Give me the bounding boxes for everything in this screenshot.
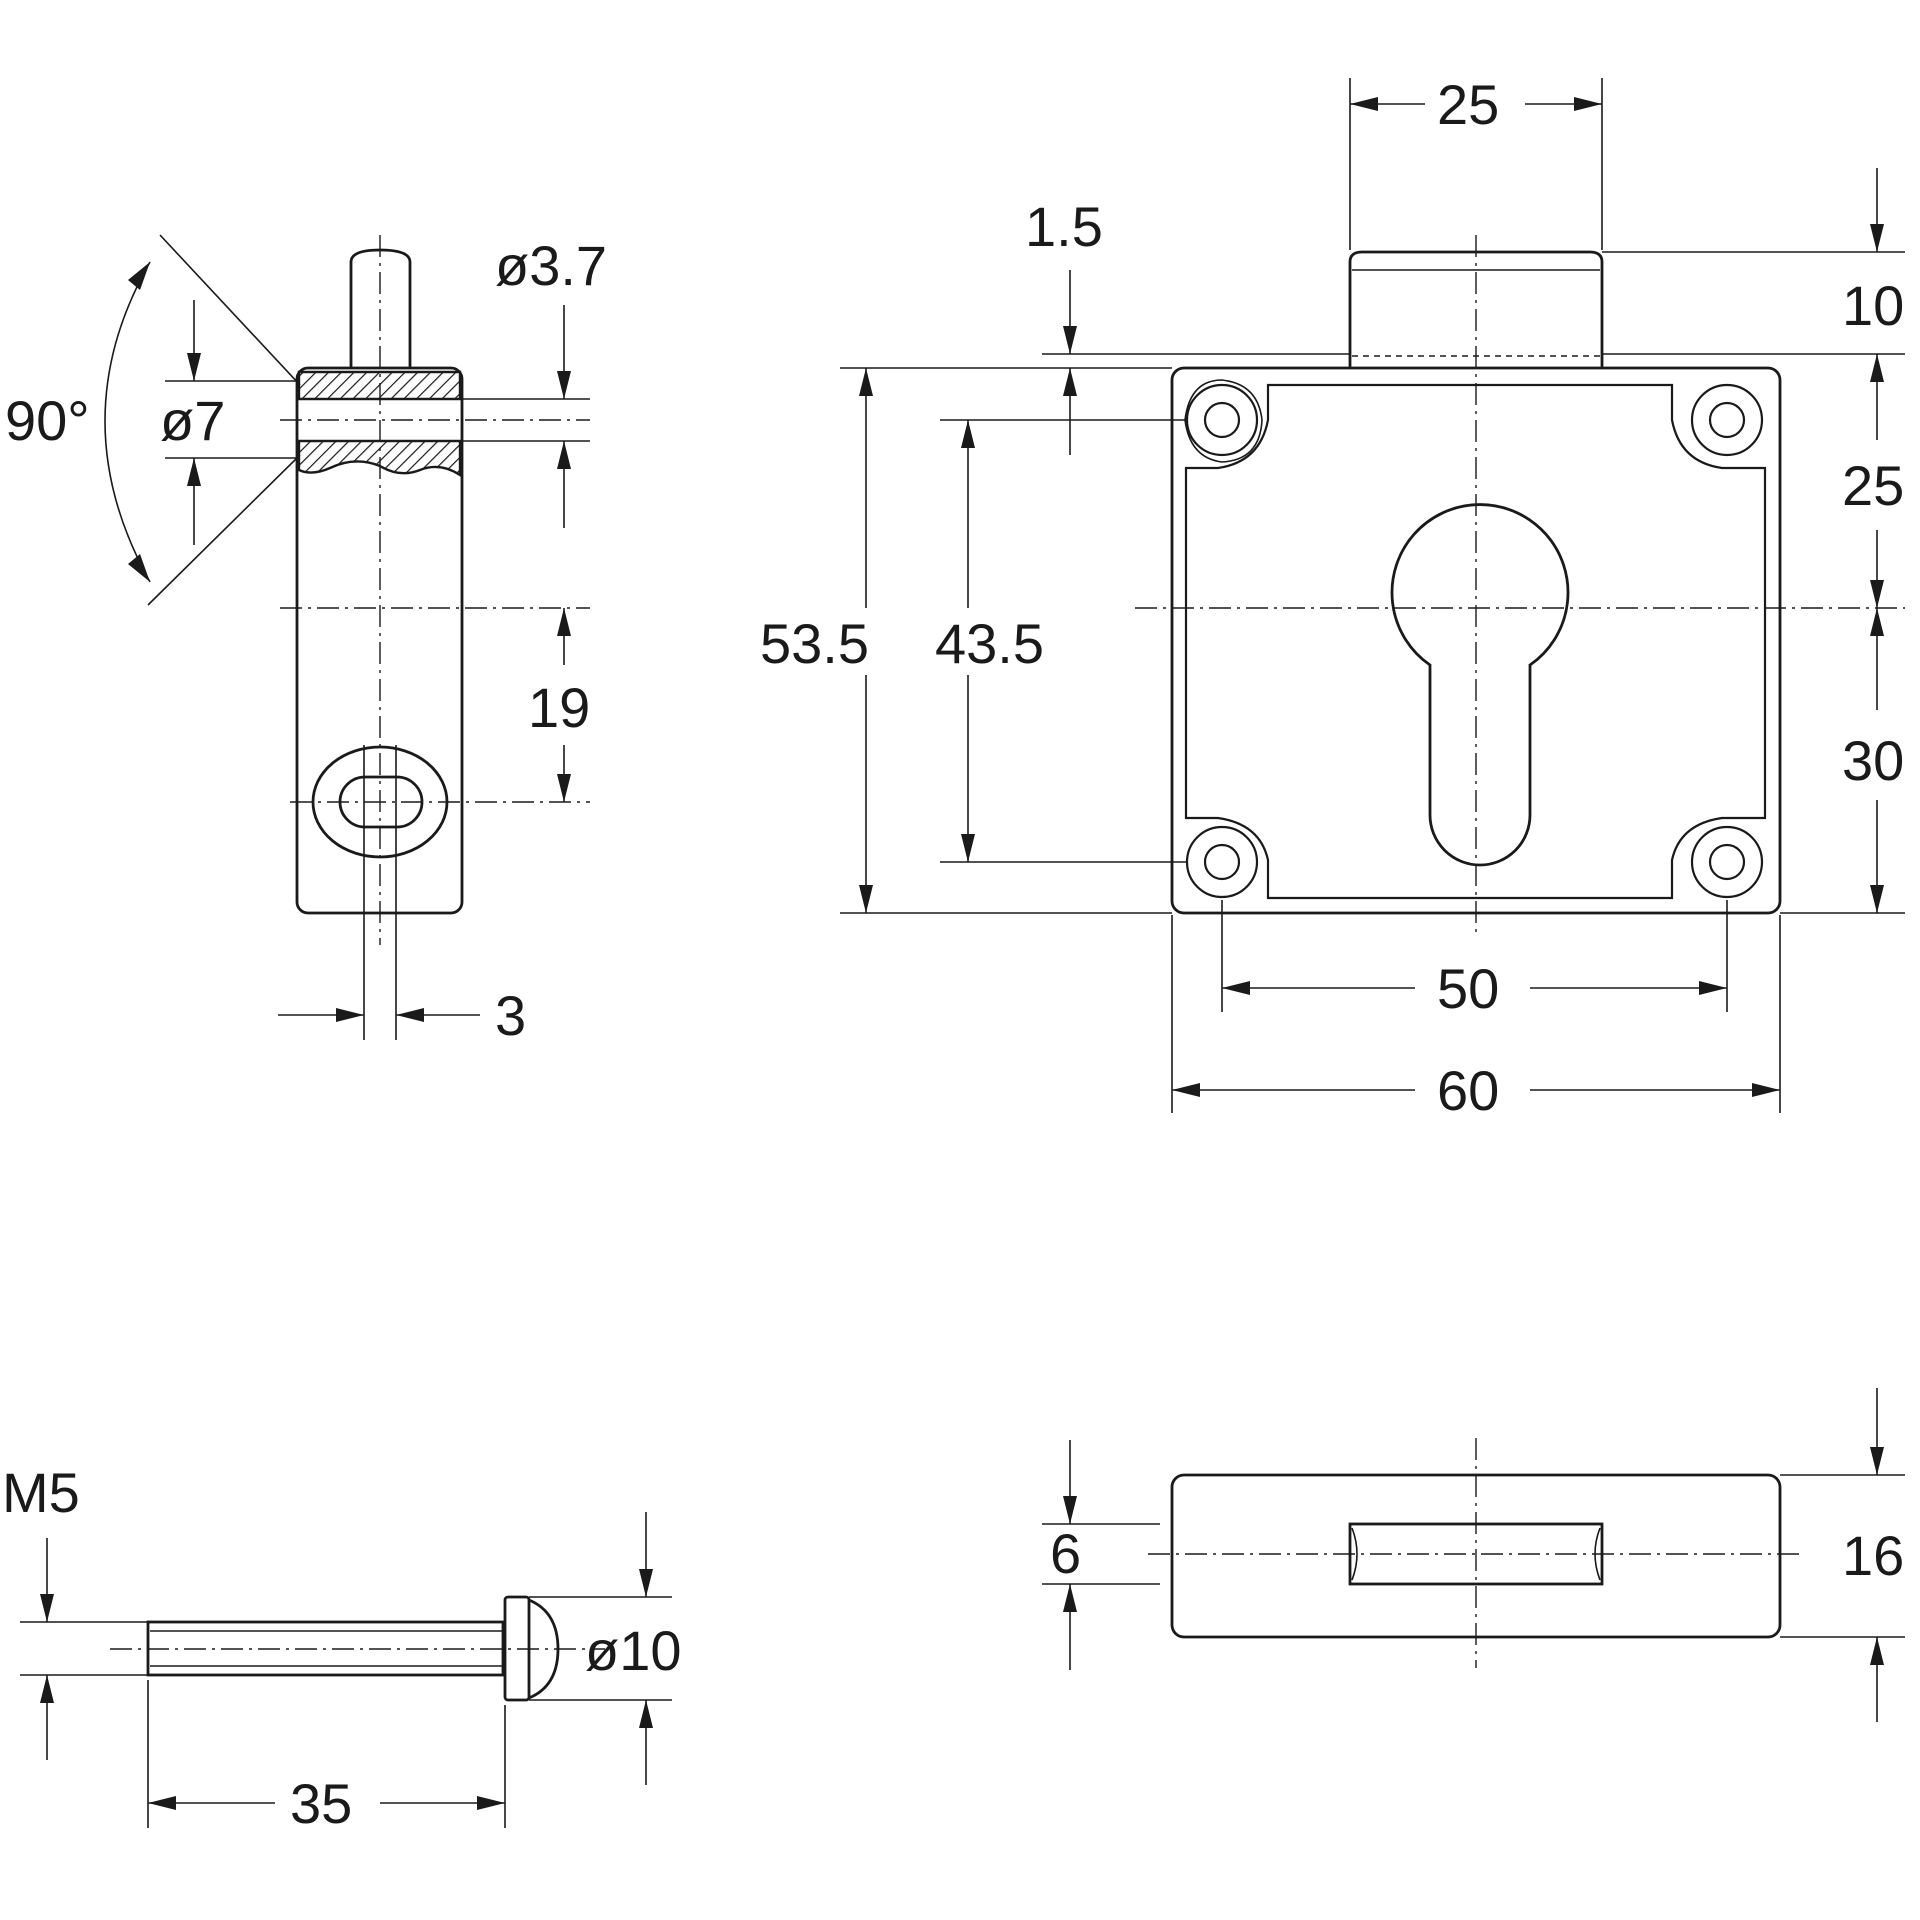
keyhole [1390, 503, 1570, 867]
hole-spacing-horizontal-label: 50 [1437, 957, 1499, 1020]
lower-to-center-label: 30 [1842, 729, 1904, 792]
bottom-view: 6 16 [1042, 1388, 1905, 1722]
hole-spacing-vertical-label: 43.5 [935, 612, 1044, 675]
plate-offset-label: 1.5 [1025, 195, 1103, 258]
slot-height-label: 6 [1050, 1522, 1081, 1585]
bolt-protrusion-label: 10 [1842, 274, 1904, 337]
head-diameter-label: ø10 [585, 1619, 682, 1682]
screw-hole-br [1690, 825, 1764, 899]
hole-diameter-label: ø7 [160, 389, 225, 452]
case-depth-label: 16 [1842, 1524, 1904, 1587]
screw-hole-tl [1185, 383, 1259, 457]
slot-distance-label: 19 [528, 676, 590, 739]
thread-label: M5 [2, 1461, 80, 1524]
pin-diameter-label: ø3.7 [495, 234, 607, 297]
overall-height-label: 53.5 [760, 612, 869, 675]
screw-hole-tr [1690, 383, 1764, 457]
upper-to-center-label: 25 [1842, 454, 1904, 517]
width-label: 60 [1437, 1059, 1499, 1122]
screw-view: M5 ø10 35 [2, 1461, 682, 1835]
length-label: 35 [290, 1772, 352, 1835]
inner-frame [1184, 383, 1767, 900]
angle-label: 90° [5, 389, 90, 452]
bolt-width-label: 25 [1437, 73, 1499, 136]
screw-hole-bl [1185, 825, 1259, 899]
front-view: 25 1.5 53.5 43.5 10 25 30 [760, 73, 1905, 1122]
side-view: 90° ø7 ø3.7 19 3 [5, 234, 607, 1047]
slot-width-label: 3 [495, 984, 526, 1047]
